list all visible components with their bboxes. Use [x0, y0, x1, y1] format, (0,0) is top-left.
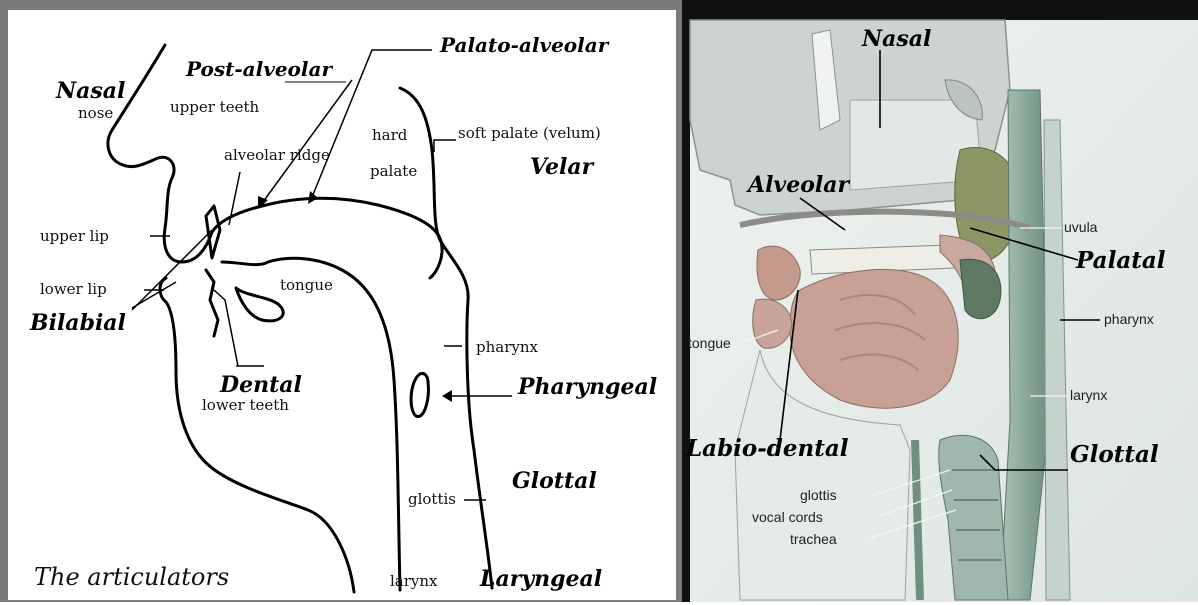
- term-laryngeal: Laryngeal: [479, 566, 602, 592]
- label-soft-palate: soft palate (velum): [458, 124, 601, 142]
- label-lower-teeth: lower teeth: [202, 396, 289, 414]
- label-palate: palate: [370, 162, 417, 180]
- term-nasal-right: Nasal: [861, 26, 931, 52]
- term-pharyngeal: Pharyngeal: [517, 374, 657, 400]
- label-glottis: glottis: [408, 490, 456, 508]
- label-pharynx-right: pharynx: [1104, 311, 1154, 327]
- label-tongue-right: tongue: [688, 335, 731, 351]
- term-post-alveolar: Post-alveolar: [185, 57, 333, 81]
- label-hard: hard: [372, 126, 408, 144]
- label-larynx: larynx: [390, 572, 438, 590]
- term-alveolar: Alveolar: [746, 172, 850, 198]
- label-larynx-right: larynx: [1070, 387, 1107, 403]
- term-labio-dental: Labio-dental: [685, 435, 849, 462]
- label-nose: nose: [78, 104, 113, 122]
- label-vocal-cords: vocal cords: [752, 509, 823, 525]
- vocal-tract-outline: [108, 45, 492, 592]
- right-panel-frame: uvula pharynx tongue larynx glottis voca…: [682, 0, 1198, 602]
- term-nasal: Nasal: [55, 78, 125, 104]
- label-trachea: trachea: [790, 531, 837, 547]
- label-lower-lip: lower lip: [40, 280, 107, 298]
- term-dental: Dental: [219, 372, 302, 398]
- label-upper-lip: upper lip: [40, 227, 109, 245]
- label-glottis-right: glottis: [800, 487, 837, 503]
- right-diagram: uvula pharynx tongue larynx glottis voca…: [682, 0, 1198, 602]
- term-velar: Velar: [530, 154, 595, 180]
- label-pharynx: pharynx: [476, 338, 539, 356]
- caption: The articulators: [34, 563, 229, 591]
- term-palatal: Palatal: [1075, 247, 1166, 274]
- left-panel-frame: nose upper teeth alveolar ridge hard pal…: [0, 0, 682, 602]
- term-glottal: Glottal: [512, 468, 597, 494]
- label-alveolar-ridge: alveolar ridge: [224, 146, 330, 164]
- label-upper-teeth: upper teeth: [170, 98, 259, 116]
- term-glottal-right: Glottal: [1070, 441, 1159, 468]
- term-palato-alveolar: Palato-alveolar: [439, 33, 610, 57]
- left-panel: nose upper teeth alveolar ridge hard pal…: [8, 10, 676, 600]
- term-bilabial: Bilabial: [29, 310, 126, 336]
- pointer-lines: [132, 50, 512, 500]
- label-uvula: uvula: [1064, 219, 1098, 235]
- left-diagram: nose upper teeth alveolar ridge hard pal…: [8, 10, 676, 600]
- label-tongue: tongue: [280, 276, 333, 294]
